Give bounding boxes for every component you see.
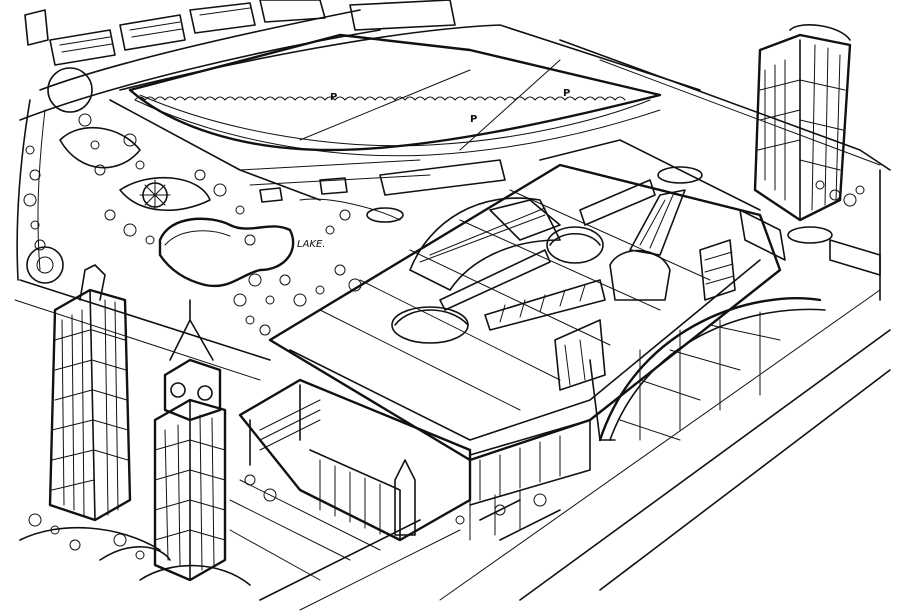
tree-icon (69, 539, 81, 551)
foreground-plaza (19, 479, 561, 611)
tree-icon (104, 209, 116, 221)
tree-icon (194, 169, 206, 181)
clock-face-right (197, 385, 213, 401)
tree-icon (123, 133, 137, 147)
parking-label-1: P (330, 92, 337, 103)
tree-icon (533, 493, 547, 507)
left-tower (48, 264, 132, 522)
tree-icon (28, 513, 42, 527)
tree-icon (855, 185, 865, 195)
tree-icon (29, 169, 41, 181)
clock-face-left (170, 382, 186, 398)
parking-label-3: P (563, 88, 570, 99)
tree-icon (30, 220, 40, 230)
tree-icon (325, 225, 335, 235)
tree-icon (293, 293, 307, 307)
parking-field: P P P (128, 33, 662, 157)
tree-icon (78, 113, 92, 127)
mall-front-facade (238, 319, 606, 542)
tree-icon (113, 533, 127, 547)
tree-icon (135, 550, 145, 560)
tree-icon (94, 164, 106, 176)
perimeter-roads (14, 9, 891, 601)
top-left-buildings (24, 0, 456, 66)
tree-icon (135, 160, 145, 170)
park-area: LAKE. (26, 67, 703, 288)
tree-icon (455, 515, 465, 525)
mall-complex (268, 139, 786, 462)
tree-icon (123, 223, 137, 237)
right-tower (753, 24, 881, 276)
tree-icon (279, 274, 291, 286)
tree-icon (315, 285, 325, 295)
tree-icon (244, 234, 256, 246)
tree-icon (145, 235, 155, 245)
tree-icon (339, 209, 351, 221)
tree-icon (259, 324, 271, 336)
tree-icon (235, 205, 245, 215)
tree-icon (90, 140, 100, 150)
tree-icon (334, 264, 346, 276)
tree-icon (23, 193, 37, 207)
tree-icon (233, 293, 247, 307)
tree-icon (815, 180, 825, 190)
tree-icon (248, 273, 262, 287)
tree-icon (843, 193, 857, 207)
parking-label-2: P (470, 114, 477, 125)
tree-icon (25, 145, 35, 155)
tree-icon (213, 183, 227, 197)
tree-icon (245, 315, 255, 325)
tree-icon (34, 239, 46, 251)
lake-label: LAKE. (297, 239, 325, 250)
small-spire (394, 459, 416, 536)
arched-canopy (589, 297, 826, 442)
clock-tower (99, 299, 251, 586)
tree-group (23, 113, 865, 560)
tree-icon (265, 295, 275, 305)
parking-tree-row (134, 96, 626, 101)
tree-icon (263, 488, 277, 502)
